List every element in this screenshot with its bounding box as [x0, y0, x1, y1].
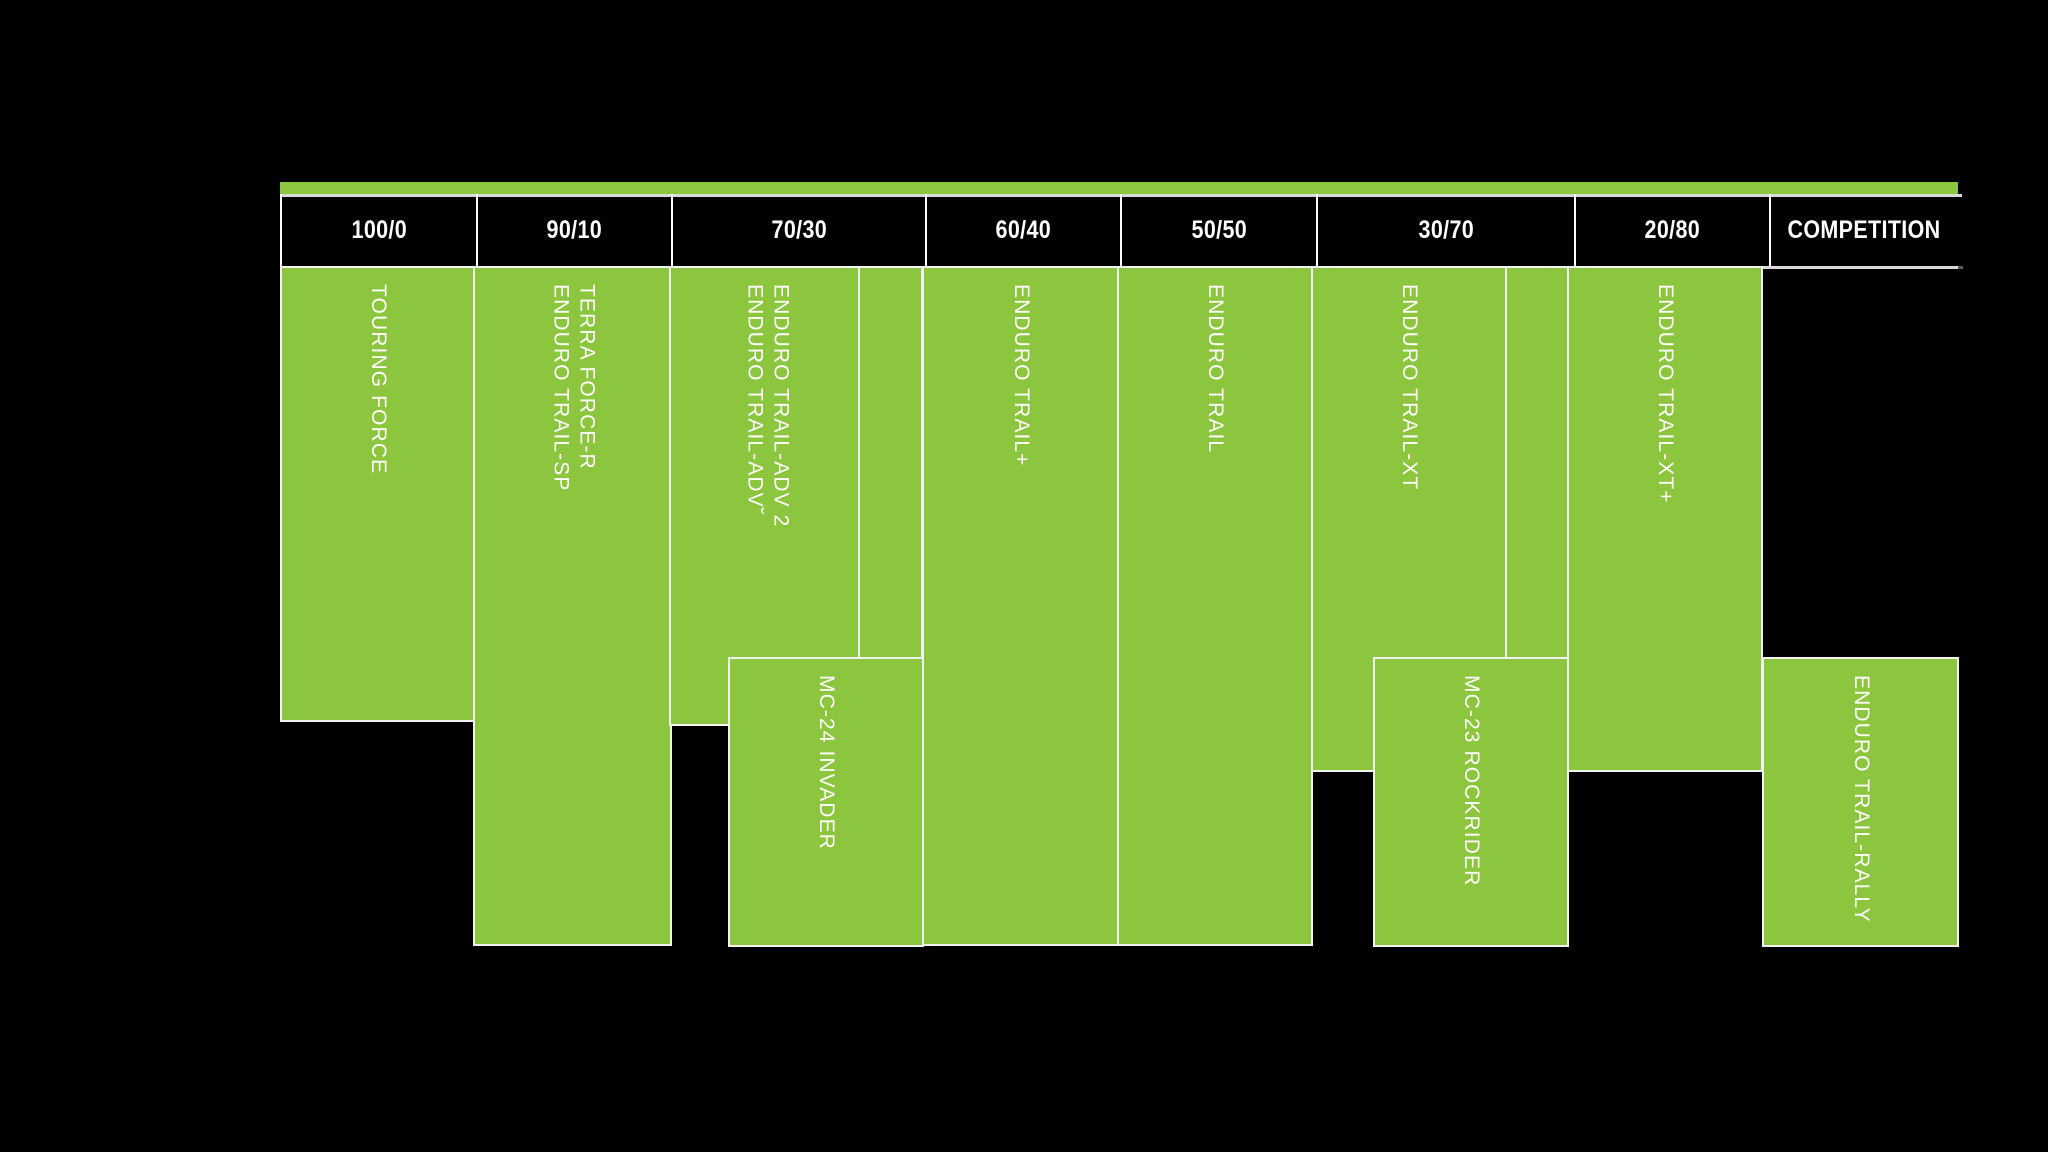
- bar-mc-24-invader[interactable]: MC-24 INVADER: [728, 657, 924, 947]
- header-label-2: 70/30: [771, 215, 827, 244]
- header-label-5: 30/70: [1418, 215, 1474, 244]
- header-label-3: 60/40: [995, 215, 1052, 244]
- bar-enduro-trail-adv[interactable]: ENDURO TRAIL-ADV 2 ENDURO TRAIL-ADV˘: [669, 266, 865, 726]
- bar-label-enduro-trail-xt-plus: ENDURO TRAIL-XT+: [1654, 284, 1678, 504]
- header-label-6: 20/80: [1644, 215, 1701, 244]
- header-label-4: 50/50: [1191, 215, 1247, 244]
- bar-enduro-trail-xt-extension[interactable]: [1505, 266, 1569, 660]
- header-cell-4[interactable]: 50/50: [1120, 194, 1316, 266]
- header-cell-5[interactable]: 30/70: [1316, 194, 1574, 266]
- bar-label-enduro-trail-adv: ENDURO TRAIL-ADV 2 ENDURO TRAIL-ADV˘: [741, 284, 794, 527]
- top-accent-rule: [280, 182, 1962, 197]
- bar-label-touring-force: TOURING FORCE: [367, 284, 391, 475]
- bar-enduro-trail[interactable]: ENDURO TRAIL: [1117, 266, 1313, 946]
- bar-label-line-1: TERRA FORCE-R: [574, 284, 598, 470]
- bar-label-enduro-trail-xt: ENDURO TRAIL-XT: [1398, 284, 1422, 491]
- bar-enduro-trail-plus[interactable]: ENDURO TRAIL+: [922, 266, 1119, 946]
- bar-enduro-trail-rally[interactable]: ENDURO TRAIL-RALLY: [1762, 657, 1959, 947]
- header-cell-7[interactable]: COMPETITION: [1769, 194, 1958, 266]
- bar-label-enduro-trail-plus: ENDURO TRAIL+: [1009, 284, 1033, 467]
- bar-label-mc-24-invader: MC-24 INVADER: [815, 675, 839, 850]
- bar-touring-force[interactable]: TOURING FORCE: [280, 266, 476, 722]
- bar-label-mc-23-rockrider: MC-23 ROCKRIDER: [1460, 675, 1484, 887]
- header-cell-6[interactable]: 20/80: [1574, 194, 1769, 266]
- bar-label-terra-force-r: TERRA FORCE-R ENDURO TRAIL-SP: [546, 284, 599, 491]
- bar-terra-force-r[interactable]: TERRA FORCE-R ENDURO TRAIL-SP: [473, 266, 672, 946]
- header-cell-0[interactable]: 100/0: [280, 194, 476, 266]
- header-label-0: 100/0: [351, 215, 407, 244]
- header-cell-3[interactable]: 60/40: [925, 194, 1120, 266]
- bar-label-enduro-trail: ENDURO TRAIL: [1204, 284, 1228, 454]
- bar-mc-23-rockrider[interactable]: MC-23 ROCKRIDER: [1373, 657, 1569, 947]
- bar-enduro-trail-xt-plus[interactable]: ENDURO TRAIL-XT+: [1567, 266, 1763, 772]
- competition-header-underline: [1762, 266, 1963, 269]
- bar-label-line-2: ENDURO TRAIL-ADV˘: [743, 284, 766, 516]
- bar-label-line-1: ENDURO TRAIL-ADV 2: [769, 284, 793, 528]
- header-row: 100/0 90/10 70/30 60/40 50/50 30/70 20/8…: [280, 194, 1958, 266]
- bar-enduro-trail-adv-extension[interactable]: [858, 266, 923, 660]
- header-cell-2[interactable]: 70/30: [671, 194, 925, 266]
- bar-label-enduro-trail-rally: ENDURO TRAIL-RALLY: [1849, 675, 1873, 923]
- bar-label-line-2: ENDURO TRAIL-SP: [548, 284, 572, 492]
- header-label-7: COMPETITION: [1787, 215, 1942, 244]
- header-cell-1[interactable]: 90/10: [476, 194, 671, 266]
- header-label-1: 90/10: [546, 215, 603, 244]
